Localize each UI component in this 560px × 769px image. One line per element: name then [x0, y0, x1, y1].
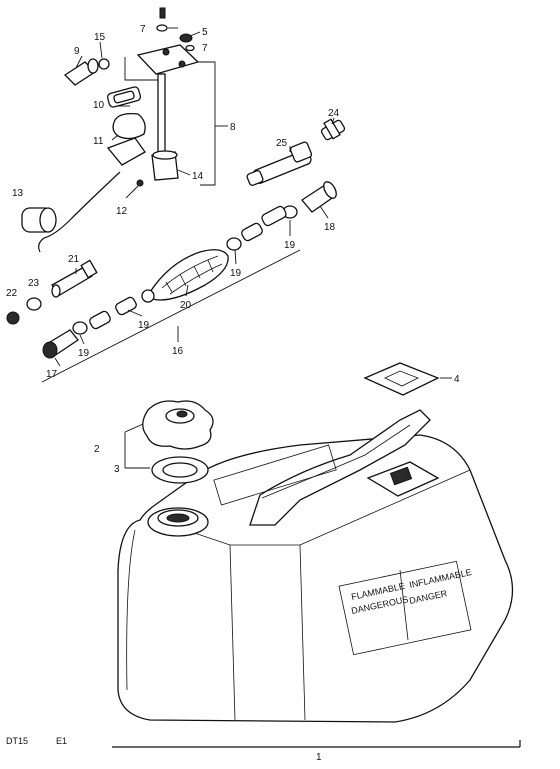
callout-17: 17 [46, 369, 58, 380]
callout-25: 25 [276, 138, 288, 149]
callout-22: 22 [6, 288, 18, 299]
callout-15: 15 [94, 32, 106, 43]
callout-16: 16 [172, 346, 184, 357]
elbow-fitting [63, 58, 110, 86]
fuel-gauge-assembly [106, 7, 228, 187]
callout-7-bottom: 7 [202, 43, 208, 54]
callout-14: 14 [192, 171, 204, 182]
callout-19-b: 19 [230, 268, 242, 279]
callout-19-d: 19 [78, 348, 90, 359]
callout-19-a: 19 [284, 240, 296, 251]
footer-region: E1 [56, 736, 67, 746]
callout-9: 9 [74, 46, 80, 57]
gasket-23 [26, 297, 42, 311]
callout-21: 21 [68, 254, 80, 265]
callout-5: 5 [202, 27, 208, 38]
callout-3: 3 [114, 464, 120, 475]
engine-connector-25 [246, 141, 313, 186]
fuel-hose-assembly [42, 181, 337, 359]
tank-fitting-21 [51, 259, 98, 298]
callout-8: 8 [230, 122, 236, 133]
washer-22 [6, 311, 20, 325]
callout-12: 12 [116, 206, 128, 217]
callout-1: 1 [316, 752, 322, 763]
hose-assembly-bracket [41, 249, 301, 383]
callout-11: 11 [93, 136, 104, 147]
gauge-gasket [363, 362, 440, 396]
fuel-cap [142, 400, 214, 450]
cap-gasket [151, 456, 209, 484]
leader-lines [54, 27, 452, 469]
callout-2: 2 [94, 444, 100, 455]
footer-model: DT15 [6, 736, 28, 746]
callout-23: 23 [28, 278, 40, 289]
cap-tether [21, 171, 121, 253]
callout-13: 13 [12, 188, 24, 199]
callout-24: 24 [328, 108, 340, 119]
callout-20: 20 [180, 300, 192, 311]
tank-connector-24 [320, 118, 346, 141]
callout-18: 18 [324, 222, 336, 233]
callout-4: 4 [454, 374, 460, 385]
callout-7-top: 7 [140, 24, 146, 35]
callout-19-c: 19 [138, 320, 150, 331]
callout-10: 10 [93, 100, 105, 111]
fuel-tank: FLAMMABLE DANGEROUS INFLAMMABLE DANGER [117, 409, 514, 723]
